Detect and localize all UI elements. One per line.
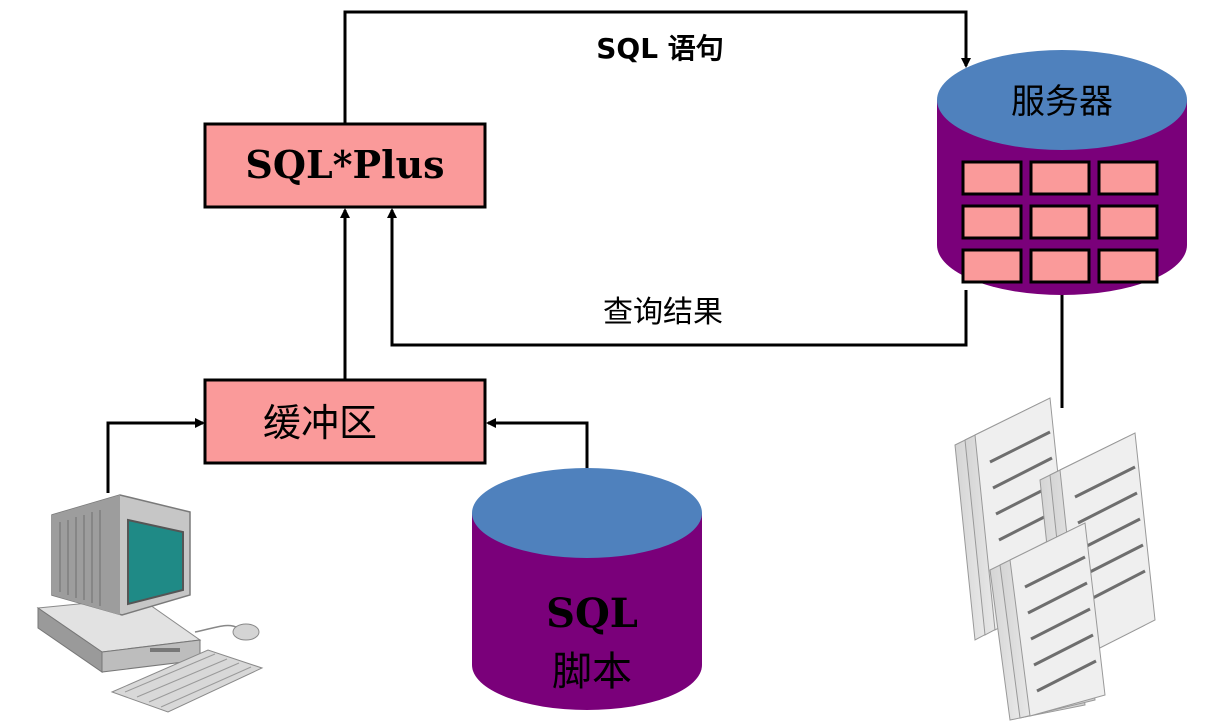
connector-lines — [106, 10, 1064, 493]
monitor-screen — [127, 518, 184, 606]
data-files-icon — [954, 397, 1156, 721]
buffer-label: 缓冲区 — [263, 401, 377, 445]
file-stack-3 — [989, 522, 1106, 721]
client-to-buffer-arrow — [106, 418, 205, 493]
sql-script-database-icon: SQL 脚本 — [472, 468, 702, 710]
script-to-buffer-arrow — [486, 418, 589, 470]
sql-statement-arrow — [343, 10, 971, 124]
sqlplus-box: SQL*Plus — [203, 122, 487, 209]
query-result-label: 查询结果 — [603, 295, 723, 330]
sql-statement-label: SQL 语句 — [596, 32, 724, 65]
server-label: 服务器 — [1011, 82, 1113, 122]
client-computer-icon — [36, 494, 264, 713]
script-label-line1: SQL — [546, 590, 638, 637]
sqlplus-label: SQL*Plus — [245, 142, 444, 187]
script-label-line2: 脚本 — [552, 649, 632, 695]
server-database-icon: 服务器 — [937, 50, 1187, 295]
server-table-grid — [961, 160, 1159, 284]
query-result-arrow — [387, 208, 968, 347]
buffer-box: 缓冲区 — [203, 378, 487, 465]
